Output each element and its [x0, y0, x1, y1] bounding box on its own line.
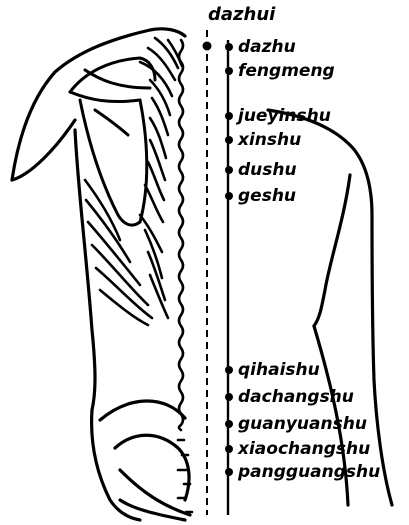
acupoint-label: pangguangshu — [237, 462, 380, 482]
acupoint-label: dachangshu — [238, 387, 354, 407]
spine — [179, 40, 183, 430]
acupoint-label: dushu — [238, 160, 297, 180]
acupoint-label: xiaochangshu — [237, 439, 370, 459]
acupoint-label: guanyuanshu — [238, 414, 367, 434]
acupoint-dot — [225, 67, 233, 75]
acupoint-dot — [225, 366, 233, 374]
acupoint-dot-dazhui — [203, 42, 212, 51]
acupoint-dot — [225, 468, 233, 476]
acupoint-dot — [225, 166, 233, 174]
acupoint-dot — [225, 420, 233, 428]
acupoint-label: fengmeng — [238, 61, 335, 81]
acupoint-dot — [225, 43, 233, 51]
upper-acupoints: dazhu fengmeng jueyinshu xinshu dushu ge… — [225, 37, 335, 206]
acupoint-label: jueyinshu — [235, 106, 331, 126]
acupoint-label: dazhu — [238, 37, 296, 57]
acupoint-dot — [225, 112, 233, 120]
acupoint-label-dazhui: dazhui — [208, 4, 276, 25]
acupoint-label: xinshu — [237, 130, 301, 150]
acupoint-dot — [225, 445, 233, 453]
acupoint-dot — [225, 393, 233, 401]
acupoint-dot — [225, 136, 233, 144]
acupoint-label: geshu — [238, 186, 296, 206]
acupoint-label: qihaishu — [238, 360, 320, 380]
scapula — [70, 58, 155, 225]
lower-acupoints: qihaishu dachangshu guanyuanshu xiaochan… — [225, 360, 380, 482]
latissimus-hatching — [85, 180, 168, 325]
acupoint-dot — [225, 192, 233, 200]
